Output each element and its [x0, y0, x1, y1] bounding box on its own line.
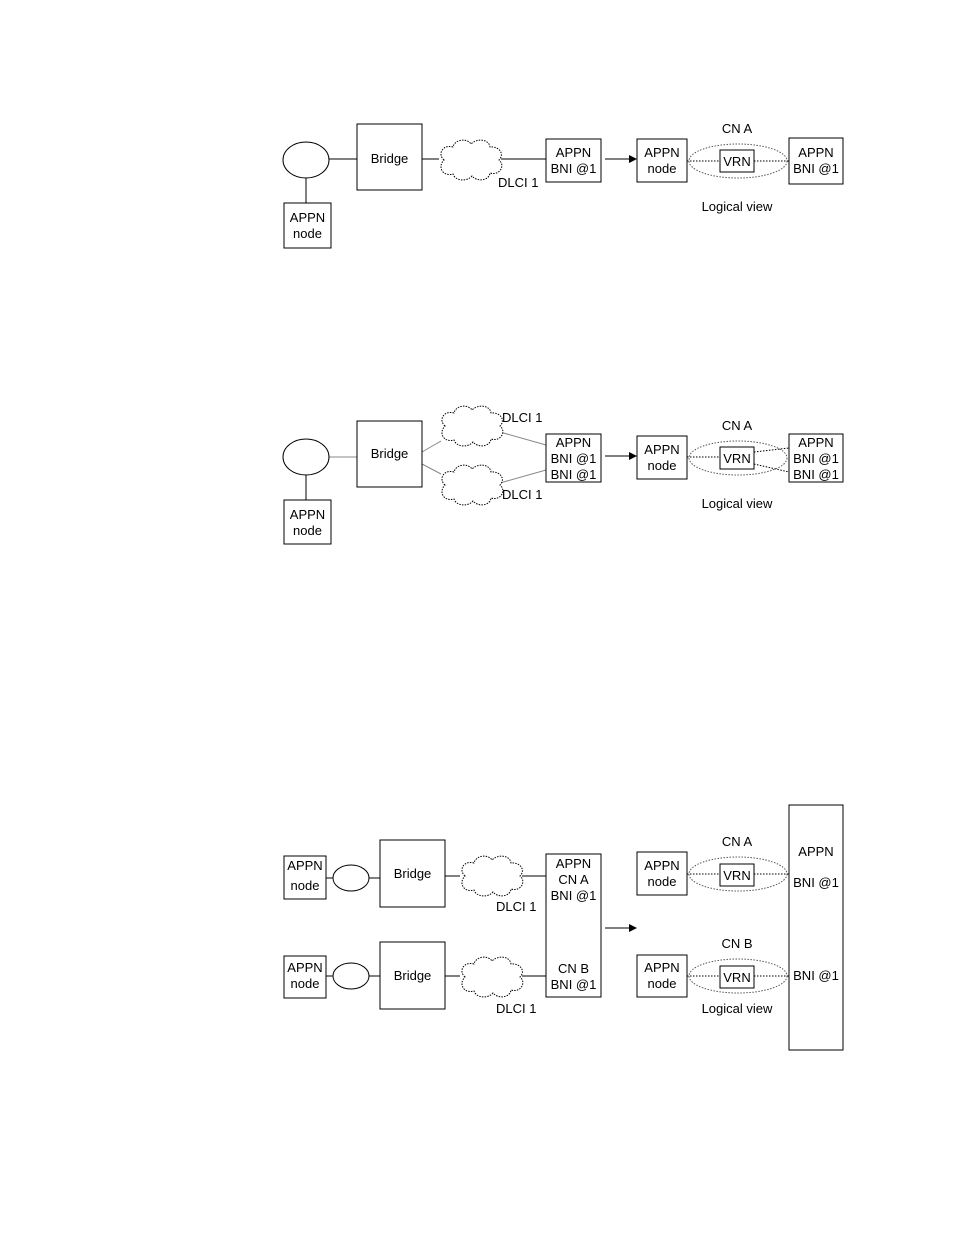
logical-node-line2: node [648, 161, 677, 176]
appn-bni-tall-box: APPN CN A BNI @1 CN B BNI @1 [545, 853, 602, 998]
logical-bni-line1: APPN [798, 435, 833, 450]
big-box-bni-top: BNI @1 [793, 875, 839, 890]
cn-ellipse [688, 440, 788, 476]
vrn-label: VRN [723, 154, 750, 169]
figure-1: APPN node Bridge DLCI 1 APPN BNI @1 CN A… [282, 121, 844, 249]
bridge-label: Bridge [371, 151, 409, 166]
appn-node-box: APPN node [283, 499, 332, 545]
bni-box-line2: BNI @1 [551, 161, 597, 176]
lan-ellipse [282, 438, 330, 476]
frame-relay-cloud-bottom [461, 956, 524, 998]
cn-label: CN A [722, 418, 753, 433]
appn-node-box-top: APPN node [283, 855, 327, 900]
logical-view-caption: Logical view [702, 496, 773, 511]
figure-2: APPN node Bridge DLCI 1 DLCI 1 APPN BNI … [282, 405, 844, 545]
appn-node-box-bottom: APPN node [283, 955, 327, 999]
frame-relay-cloud-top [461, 855, 524, 897]
dotted-link-right-top [753, 447, 790, 453]
logical-appn-node-box: APPN node [636, 435, 688, 480]
bni-top-line3: BNI @1 [551, 888, 597, 903]
dlci-bottom-label: DLCI 1 [496, 1001, 536, 1016]
dlci-top-label: DLCI 1 [502, 410, 542, 425]
logical-appn-big-box: APPN BNI @1 BNI @1 [788, 804, 844, 1051]
bni-top-line2: CN A [558, 872, 589, 887]
appn-node-top-line2: node [291, 878, 320, 893]
appn-node-line1: APPN [290, 507, 325, 522]
logical-bni-box: APPN BNI @1 [788, 137, 844, 185]
frame-relay-cloud [440, 139, 503, 181]
bni-box-line1: APPN [556, 435, 591, 450]
frame-relay-cloud-top [441, 405, 504, 447]
frame-relay-cloud-bottom [441, 464, 504, 506]
logical-bni-line2: BNI @1 [793, 451, 839, 466]
appn-node-line1: APPN [290, 210, 325, 225]
logical-bni-box: APPN BNI @1 BNI @1 [788, 433, 844, 483]
link-bridge-cloud-bottom [421, 463, 442, 475]
logical-view-caption: Logical view [702, 199, 773, 214]
lan-ellipse-top [332, 864, 370, 892]
link-cloud-top-bni [499, 431, 547, 446]
dlci-bottom-label: DLCI 1 [502, 487, 542, 502]
logical-bni-line1: APPN [798, 145, 833, 160]
bni-box-line1: APPN [556, 145, 591, 160]
vrn-box-top: VRN [719, 863, 755, 887]
link-cloud-bottom-bni [499, 469, 547, 484]
appn-node-bottom-line1: APPN [287, 960, 322, 975]
bridge-box-top: Bridge [379, 839, 446, 908]
bridge-top-label: Bridge [394, 866, 432, 881]
vrn-label: VRN [723, 451, 750, 466]
logical-bni-line3: BNI @1 [793, 467, 839, 482]
lan-ellipse [282, 141, 330, 179]
bni-bottom-line2: BNI @1 [551, 977, 597, 992]
vrn-box-bottom: VRN [719, 965, 755, 989]
logical-node-bottom-line2: node [648, 976, 677, 991]
logical-node-top-line1: APPN [644, 858, 679, 873]
bridge-label: Bridge [371, 446, 409, 461]
vrn-box: VRN [719, 149, 755, 173]
cn-a-label: CN A [722, 834, 753, 849]
link-bridge-cloud-top [421, 440, 442, 453]
bridge-box: Bridge [356, 420, 423, 488]
logical-node-line1: APPN [644, 145, 679, 160]
cn-b-label: CN B [721, 936, 752, 951]
appn-node-box: APPN node [283, 202, 332, 249]
logical-node-line1: APPN [644, 442, 679, 457]
big-box-title: APPN [798, 844, 833, 859]
logical-node-top-line2: node [648, 874, 677, 889]
big-box-bni-bottom: BNI @1 [793, 968, 839, 983]
logical-node-line2: node [648, 458, 677, 473]
appn-node-line2: node [293, 523, 322, 538]
bridge-bottom-label: Bridge [394, 968, 432, 983]
bni-box-line3: BNI @1 [551, 467, 597, 482]
logical-view-caption: Logical view [702, 1001, 773, 1016]
vrn-bottom-label: VRN [723, 970, 750, 985]
logical-appn-node-box: APPN node [636, 138, 688, 183]
appn-node-line2: node [293, 226, 322, 241]
lan-ellipse-bottom [332, 962, 370, 990]
bridge-box: Bridge [356, 123, 423, 191]
appn-bni-box: APPN BNI @1 BNI @1 [545, 433, 602, 483]
bridge-box-bottom: Bridge [379, 941, 446, 1010]
bni-top-line1: APPN [556, 856, 591, 871]
logical-appn-node-box-top: APPN node [636, 851, 688, 896]
dlci-top-label: DLCI 1 [496, 899, 536, 914]
bni-box-line2: BNI @1 [551, 451, 597, 466]
dlci-label: DLCI 1 [498, 175, 538, 190]
vrn-box: VRN [719, 446, 755, 470]
vrn-top-label: VRN [723, 868, 750, 883]
bni-bottom-line1: CN B [558, 961, 589, 976]
logical-appn-node-box-bottom: APPN node [636, 954, 688, 998]
logical-node-bottom-line1: APPN [644, 960, 679, 975]
logical-bni-line2: BNI @1 [793, 161, 839, 176]
appn-node-top-line1: APPN [287, 858, 322, 873]
appn-node-bottom-line2: node [291, 976, 320, 991]
figure-3: APPN node Bridge DLCI 1 APPN node Bridge [283, 804, 844, 1051]
cn-label: CN A [722, 121, 753, 136]
appn-bni-box: APPN BNI @1 [545, 138, 602, 183]
